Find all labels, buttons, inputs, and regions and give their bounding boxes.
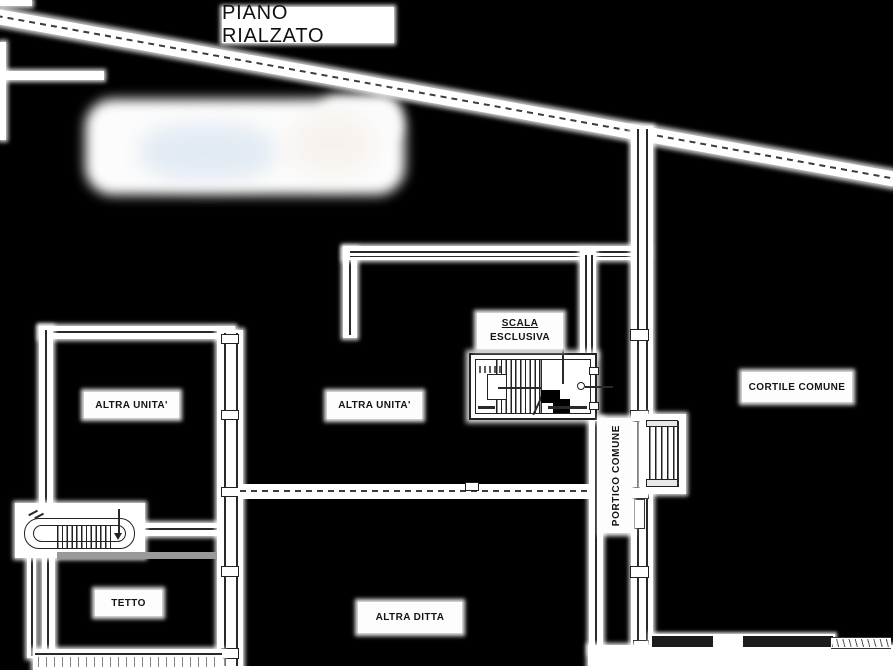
- wall-upper-horizontal: [343, 246, 649, 260]
- dashed-boundary-line: [240, 490, 592, 493]
- stair-label-leader-line: [562, 344, 564, 384]
- stair-door-jamb: [589, 367, 599, 375]
- bottom-strip: [222, 666, 595, 670]
- balcony-right-edge: [677, 421, 679, 486]
- dashed-line-door-bump: [465, 482, 479, 491]
- wall-portico-right-line1: [637, 129, 639, 651]
- stair-mid-line: [498, 387, 542, 389]
- stair-label: SCALA ESCLUSIVA: [477, 313, 563, 349]
- corridor-jamb: [221, 334, 239, 344]
- label-portico: PORTICO COMUNE: [601, 418, 632, 533]
- corridor-jamb: [221, 648, 239, 659]
- wall-stair-upper-line2: [591, 255, 593, 355]
- wall-tetto-inner-left-line: [47, 552, 49, 656]
- balcony-bars: [649, 427, 675, 479]
- wall-stair-upper: [580, 250, 596, 358]
- label-altra-ditta: ALTRA DITTA: [358, 602, 462, 633]
- wall-central-corridor-line-right: [236, 333, 238, 668]
- wall-left-room-left-line: [45, 330, 47, 520]
- stair-section-circle: [577, 382, 585, 390]
- page-title: PIANO RIALZATO: [222, 2, 325, 47]
- wall-upper-horizontal-line: [350, 251, 646, 253]
- corridor-jamb: [221, 487, 239, 497]
- wall-bottom-left-line: [35, 653, 222, 655]
- wall-portico-left-line: [595, 421, 597, 651]
- label-room-center-text: ALTRA UNITA': [338, 400, 411, 411]
- stair-door-jamb: [589, 402, 599, 410]
- wall-upper-horizontal-line2: [350, 256, 646, 257]
- bottom-right-band: [588, 645, 893, 670]
- scan-patch: [0, 42, 6, 140]
- portico-jamb: [630, 329, 649, 341]
- scan-patch: [0, 71, 104, 80]
- wall-cortile-hatch-ticks: [832, 639, 890, 647]
- roof-edge-gray-bar: [57, 552, 217, 559]
- corridor-jamb: [221, 566, 239, 577]
- stair-section-line: [585, 386, 613, 388]
- wall-central-corridor-line-left: [224, 333, 226, 668]
- label-cortile: CORTILE COMUNE: [742, 372, 852, 402]
- wall-portico-right-line2: [646, 129, 648, 651]
- wall-left-room-bottom-line: [133, 528, 229, 530]
- stairloop-arrow-head: [114, 533, 122, 540]
- scan-patch: [0, 0, 32, 6]
- label-room-left: ALTRA UNITA': [84, 392, 179, 418]
- wall-bottom-left-ticks: [38, 657, 218, 667]
- stair-label-line1: SCALA: [501, 317, 539, 329]
- wall-center-vertical-line: [349, 253, 351, 335]
- balcony-bottom-bar: [646, 479, 679, 487]
- wall-cortile-gate-gap: [713, 636, 743, 647]
- wall-stair-upper-line1: [585, 255, 587, 355]
- portico-jamb: [630, 566, 649, 578]
- stair-tread-edge: [541, 360, 543, 413]
- label-altra-ditta-text: ALTRA DITTA: [375, 612, 445, 623]
- label-portico-text: PORTICO COMUNE: [611, 424, 622, 527]
- stair-label-line2: ESCLUSIVA: [489, 332, 551, 343]
- redacted-watermark-tint-blue: [140, 124, 275, 180]
- stairloop-arrow-stem: [118, 509, 120, 534]
- label-room-center: ALTRA UNITA': [327, 392, 422, 419]
- wall-tetto-inner-left: [42, 548, 55, 658]
- corridor-jamb: [221, 410, 239, 420]
- label-tetto: TETTO: [95, 590, 162, 616]
- label-tetto-text: TETTO: [111, 597, 146, 609]
- title-box: PIANO RIALZATO: [222, 2, 394, 47]
- wall-central-corridor: [217, 330, 243, 670]
- stair-bottom-bar: [548, 406, 587, 409]
- label-cortile-text: CORTILE COMUNE: [748, 381, 846, 393]
- portico-door-frame: [634, 499, 645, 529]
- label-room-left-text: ALTRA UNITA': [95, 399, 168, 411]
- wall-tetto-outer-left-line: [31, 520, 33, 656]
- stairloop-treads: [57, 526, 112, 549]
- stair-tiny-marks: [479, 366, 501, 373]
- stair-tiny-bar: [478, 406, 495, 409]
- wall-left-room-top-line: [45, 331, 228, 333]
- balcony-top-bar: [646, 420, 678, 427]
- redacted-watermark-tint-pink: [288, 113, 373, 175]
